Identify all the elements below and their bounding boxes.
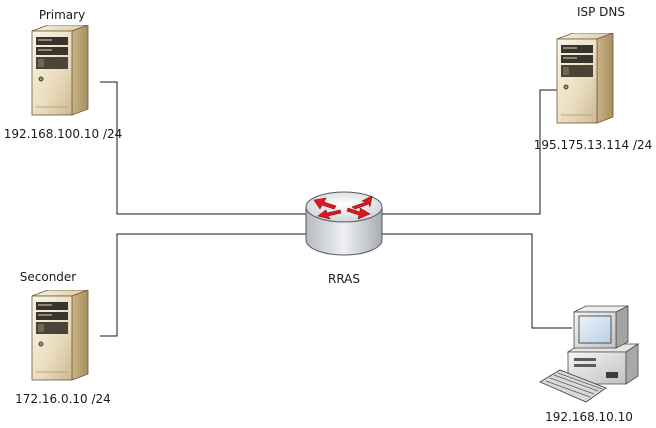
link-seconder-rras <box>100 233 306 337</box>
link-ispdns-rras <box>382 89 558 215</box>
isp-dns-server-icon <box>556 33 614 124</box>
rras-name-label: RRAS <box>327 272 361 286</box>
desktop-computer-icon <box>539 305 640 403</box>
isp-dns-address-label: 195.175.13.114 /24 <box>533 138 653 152</box>
router-icon <box>305 191 383 256</box>
connections <box>100 81 572 337</box>
seconder-address-label: 172.16.0.10 /24 <box>15 392 111 406</box>
primary-name-label: Primary <box>38 8 86 22</box>
isp-dns-name-label: ISP DNS <box>576 5 626 19</box>
client-address-label: 192.168.10.10 <box>545 410 633 424</box>
seconder-server-icon <box>31 290 89 381</box>
primary-server-icon <box>31 25 89 116</box>
seconder-name-label: Seconder <box>19 270 77 284</box>
link-primary-rras <box>100 81 306 215</box>
link-client-rras <box>382 233 572 329</box>
primary-address-label: 192.168.100.10 /24 <box>3 127 123 141</box>
